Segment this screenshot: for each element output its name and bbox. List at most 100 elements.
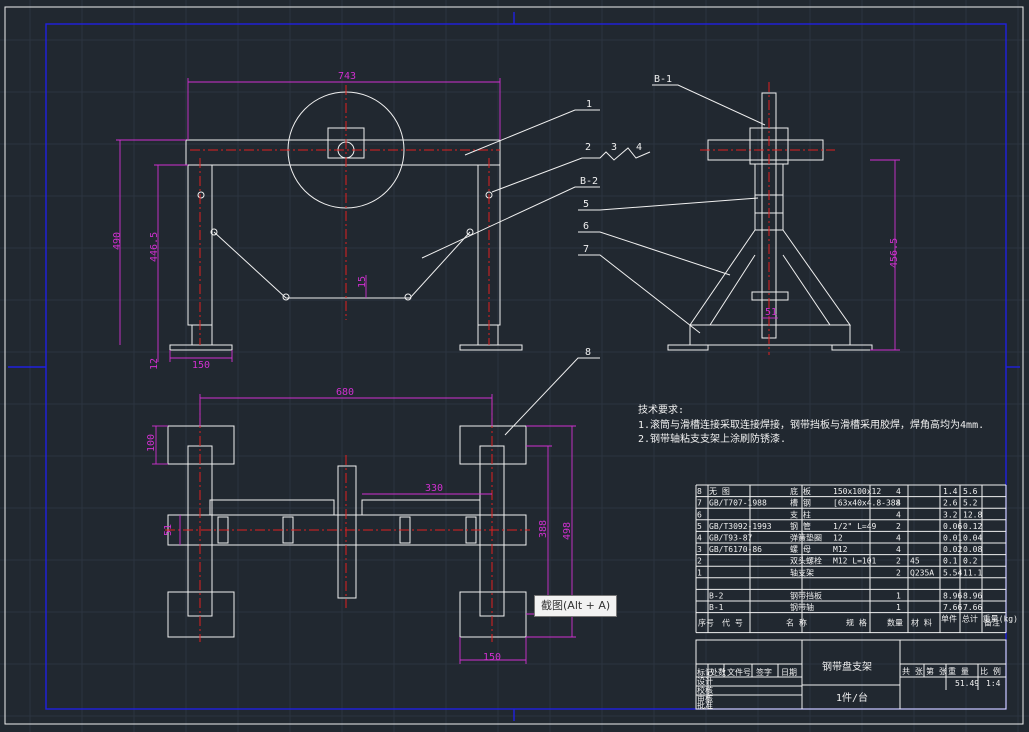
callout-1: 1	[586, 99, 592, 110]
tb-h3: 文件号	[727, 667, 751, 677]
tb-stage: 共 张	[902, 667, 923, 676]
top-view[interactable]: 680 330 100 51 388 498 150 8	[146, 347, 600, 664]
callout-8: 8	[585, 347, 591, 358]
callout-b2: B-2	[580, 176, 598, 187]
bom-cell-name: 支 柱	[790, 509, 811, 519]
bom-cell-no: 7	[697, 499, 702, 508]
callout-b1: B-1	[654, 74, 672, 85]
technical-notes: 技术要求: 1.滚筒与滑槽连接采取连接焊接，钢带挡板与滑槽采用胶焊，焊角高均为4…	[638, 403, 984, 445]
bom-header-note: 备注	[984, 618, 1000, 628]
bom-cell-total: 0.2	[963, 557, 978, 566]
bom-cell-name: 底 板	[790, 486, 811, 496]
screenshot-tooltip: 截图(Alt + A)	[534, 595, 618, 617]
tb-r2: 校核	[697, 685, 713, 695]
callout-4: 4	[636, 142, 642, 153]
bom-cell-total: 5.2	[963, 499, 978, 508]
bom-cell-total: 5.6	[963, 487, 978, 496]
bom-cell-no: 1	[697, 568, 702, 577]
drawing-sub: 1件/台	[836, 691, 868, 704]
tb-sheet: 第 张	[926, 666, 947, 676]
callout-2: 2	[585, 142, 591, 153]
bom-cell-total: 0.08	[963, 545, 982, 554]
tb-h1: 标记	[697, 667, 713, 677]
bom-cell-spec: 12	[833, 534, 843, 543]
notes-line1: 1.滚筒与滑槽连接采取连接焊接，钢带挡板与滑槽采用胶焊，焊角高均为4mm.	[638, 418, 984, 431]
dim-front-foot-w: 150	[192, 360, 210, 371]
bom-cell-code: GB/T707-1988	[709, 499, 767, 508]
callout-7: 7	[583, 244, 589, 255]
front-view[interactable]: 743 490 446.5 12 150 15 1 2 3 4 B-2	[112, 71, 651, 371]
bom-cell-name: 双头螺栓	[790, 556, 822, 566]
dim-side-bottom: 51	[765, 307, 777, 318]
bom-cell-code: GB/T3092-1993	[709, 522, 772, 531]
dim-front-inner: 446.5	[149, 232, 160, 262]
bom-cell-qty: 1	[896, 603, 901, 612]
bom-cell-qty: 1	[896, 592, 901, 601]
bom-cell-unit: 0.01	[943, 534, 962, 543]
dim-top-width: 680	[336, 387, 354, 398]
bom-cell-qty: 4	[896, 534, 901, 543]
bom-cell-spec: [63x40x4.8-388	[833, 499, 901, 508]
bom-cell-unit: 2.6	[943, 499, 958, 508]
bom-cell-total: 0.12	[963, 522, 982, 531]
callout-6: 6	[583, 221, 589, 232]
dim-front-center: 15	[357, 276, 368, 288]
tb-r3: 审核	[697, 693, 713, 703]
bom-cell-no: 5	[697, 522, 702, 531]
dim-top-498: 498	[562, 522, 573, 540]
bom-cell-qty: 4	[896, 487, 901, 496]
bom-header-no: 序号	[698, 618, 714, 628]
dim-front-height: 490	[112, 232, 123, 250]
bom-cell-spec: 150x100x12	[833, 487, 881, 496]
tb-scale-label: 比 例	[980, 666, 1001, 676]
bom-cell-name: 弹簧垫圈	[790, 533, 822, 543]
dim-side-height: 456.5	[889, 238, 900, 268]
drawing-title: 钢带盘支架	[822, 660, 872, 673]
tb-h2: 处数	[710, 667, 726, 677]
bom-cell-name: 槽 钢	[790, 498, 811, 508]
bom-cell-no: 6	[697, 510, 702, 519]
bom-cell-material: 45	[910, 557, 920, 566]
bom-cell-code: 无 图	[709, 487, 730, 496]
bom-cell-no: 3	[697, 545, 702, 554]
bom-cell-total: 11.1	[963, 568, 982, 577]
dim-top-150: 150	[483, 652, 501, 663]
tb-scale: 1:4	[986, 679, 1001, 688]
bom-cell-spec: M12	[833, 545, 848, 554]
dim-top-100: 100	[146, 434, 157, 452]
bom-cell-code: GB/T6170-86	[709, 545, 762, 554]
bom-cell-total: 0.04	[963, 534, 982, 543]
bom-cell-total: 12.8	[963, 510, 982, 519]
bom-cell-unit: 3.2	[943, 510, 958, 519]
callout-5: 5	[583, 199, 589, 210]
bom-cell-unit: 0.02	[943, 545, 962, 554]
tb-h4: 签字	[756, 667, 772, 677]
bom-cell-qty: 2	[896, 557, 901, 566]
bom-cell-spec: 1/2" L=49	[833, 522, 877, 531]
bom-cell-unit: 0.06	[943, 522, 962, 531]
sheet-border	[4, 6, 1024, 725]
bom-cell-name: 钢带挡板	[790, 591, 822, 601]
bom-cell-no: 8	[697, 487, 702, 496]
notes-title: 技术要求:	[638, 403, 684, 416]
bom-cell-total: 7.66	[963, 603, 982, 612]
bom-cell-code: GB/T93-87	[709, 534, 753, 543]
dim-top-388: 388	[538, 520, 549, 538]
side-view[interactable]: 456.5 51 B-1 5 6 7	[578, 74, 900, 355]
bom-cell-unit: 0.1	[943, 557, 958, 566]
bom-header-name: 名 称	[786, 618, 807, 628]
title-block: 钢带盘支架 1件/台 共 张 第 张 重 量 比 例 51.49 1:4 标记 …	[695, 639, 1007, 710]
notes-line2: 2.钢带轴粘支支架上涂刷防锈漆.	[638, 432, 786, 445]
bom-cell-spec: M12 L=101	[833, 557, 877, 566]
bom-header-spec: 规 格	[846, 618, 867, 628]
bom-header-code: 代 号	[722, 618, 743, 628]
bom-cell-name: 钢 管	[790, 521, 811, 531]
bom-cell-code: B-1	[709, 603, 724, 612]
bom-header-material: 材 料	[911, 618, 932, 628]
tb-weight-label: 重 量	[948, 666, 969, 676]
bom-cell-qty: 4	[896, 510, 901, 519]
bom-cell-code: B-2	[709, 592, 724, 601]
callout-3: 3	[611, 142, 617, 153]
